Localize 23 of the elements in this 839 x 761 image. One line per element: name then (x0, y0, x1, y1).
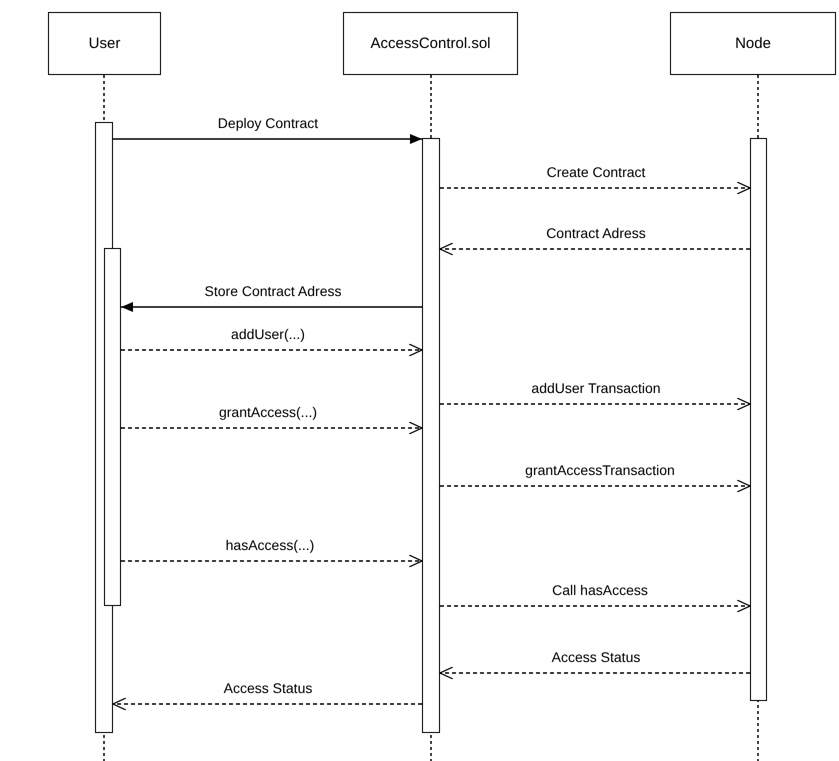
arrow (113, 134, 422, 144)
dashed-arrow (439, 242, 750, 256)
dashed-arrow (440, 181, 751, 195)
edge-label: grantAccessTransaction (523, 462, 677, 479)
dashed-arrow (439, 666, 750, 680)
edge-label: Deploy Contract (216, 115, 320, 132)
dashed-arrow (121, 554, 423, 568)
edge-label: addUser(...) (229, 326, 307, 343)
dashed-arrow (121, 343, 423, 357)
edge-label: grantAccess(...) (216, 404, 320, 421)
dashed-arrow (440, 397, 751, 411)
participant-box: User (48, 12, 161, 75)
activation-bar (422, 138, 440, 733)
activation-bar (750, 138, 767, 701)
arrow (121, 302, 422, 312)
participant-box: Node (670, 12, 836, 75)
dashed-arrow (121, 421, 423, 435)
dashed-arrow (440, 599, 751, 613)
edge-label: hasAccess(...) (224, 537, 316, 554)
participant-box: AccessControl.sol (343, 12, 518, 75)
activation-bar (104, 248, 121, 606)
dashed-arrow (440, 479, 751, 493)
dashed-arrow (112, 697, 422, 711)
